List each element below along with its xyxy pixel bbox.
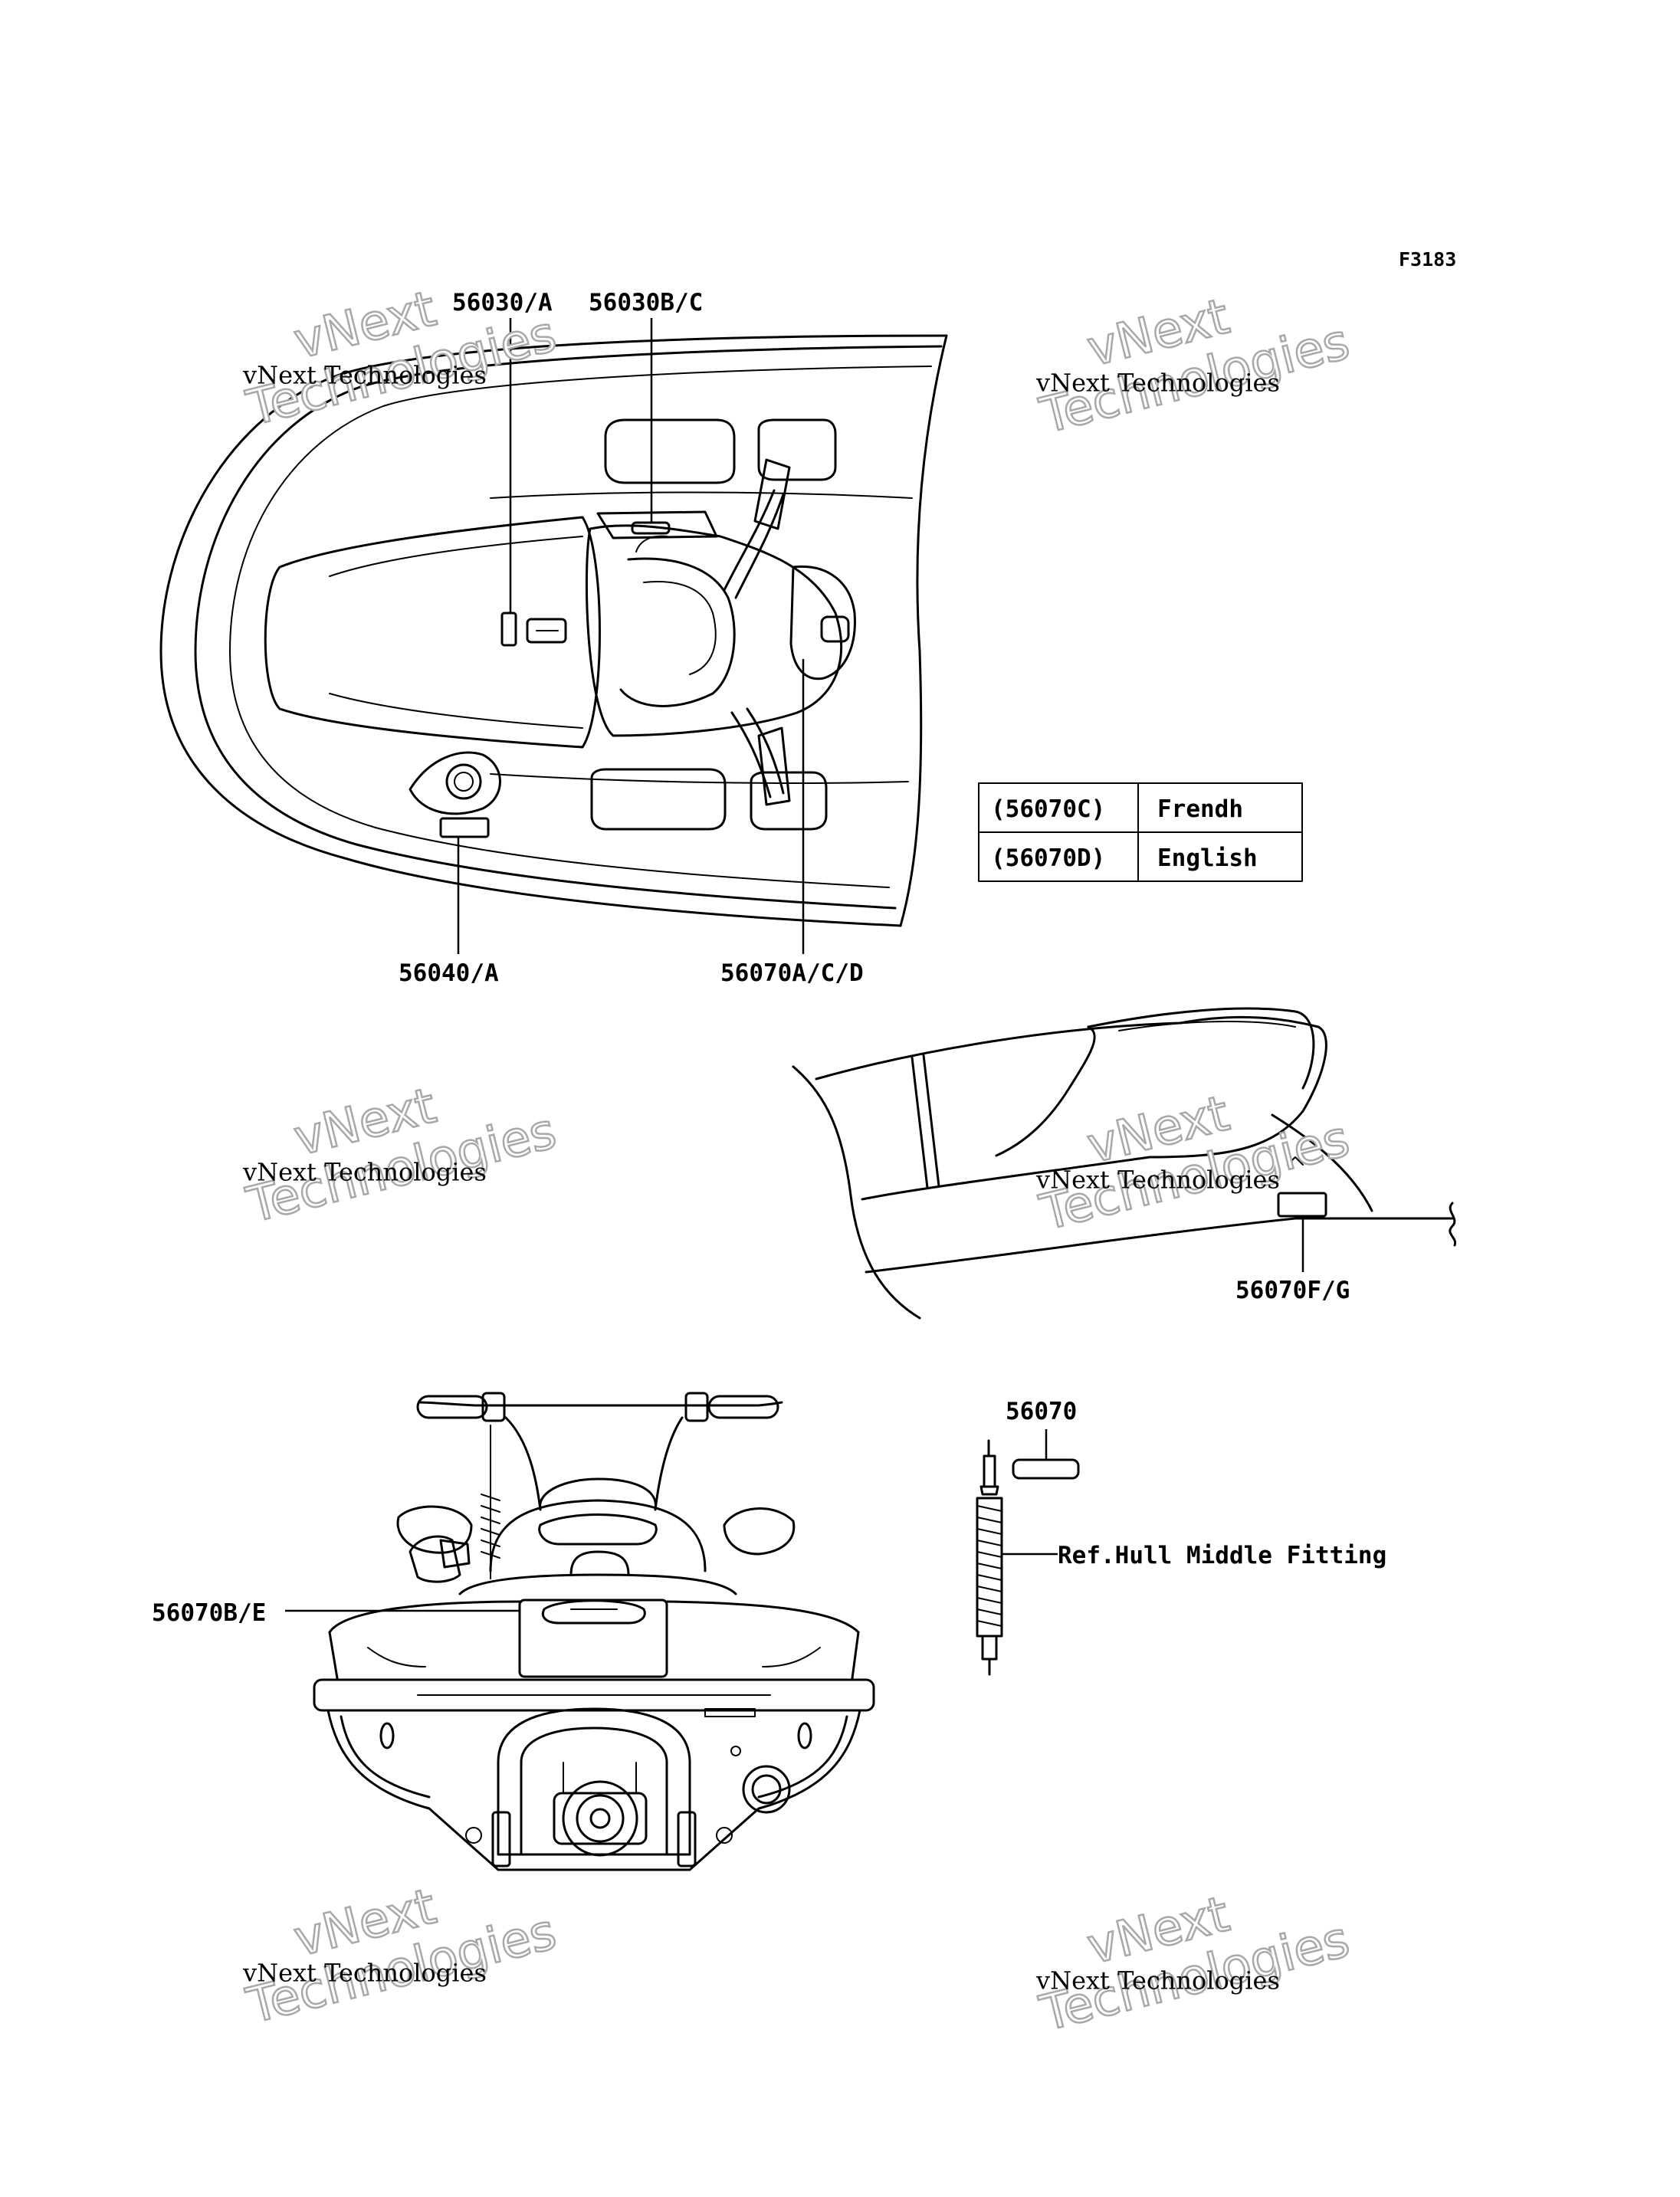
figure-code: F3183 — [1399, 248, 1456, 271]
watermark-bottom-left: Technologies vNext vNext Technologies — [241, 1877, 563, 2036]
callout-56030BC: 56030B/C — [589, 289, 703, 316]
svg-text:vNext Technologies: vNext Technologies — [1035, 1165, 1280, 1194]
top-view-hull-drawing — [159, 334, 948, 927]
watermark-bottom-right: Technologies vNext vNext Technologies — [1034, 1885, 1356, 2044]
language-table: (56070C) Frendh (56070D) English — [978, 782, 1303, 882]
table-row-0-code: (56070C) — [991, 795, 1105, 823]
svg-text:vNext Technologies: vNext Technologies — [242, 1958, 487, 1987]
top-view-leaders — [457, 318, 805, 954]
svg-text:vNext Technologies: vNext Technologies — [242, 1157, 487, 1186]
svg-text:vNext Technologies: vNext Technologies — [242, 360, 487, 389]
table-row-0-language: Frendh — [1157, 795, 1243, 823]
callout-56070: 56070 — [1006, 1398, 1077, 1425]
callout-56070BE: 56070B/E — [152, 1599, 266, 1627]
svg-text:vNext Technologies: vNext Technologies — [1035, 368, 1280, 397]
ref-hull-middle-fitting: Ref.Hull Middle Fitting — [1058, 1542, 1386, 1569]
table-row-1-language: English — [1157, 844, 1258, 872]
callout-56030A: 56030/A — [452, 289, 553, 316]
callout-56070FG: 56070F/G — [1235, 1277, 1350, 1304]
side-view-seat-drawing — [792, 1007, 1457, 1320]
svg-text:vNext Technologies: vNext Technologies — [1035, 1966, 1280, 1995]
watermark-mid-left: Technologies vNext vNext Technologies — [241, 1077, 563, 1235]
callout-56070ACD: 56070A/C/D — [720, 959, 864, 987]
rear-view-hull-drawing — [313, 1392, 875, 1871]
watermark-top-right: Technologies vNext vNext Technologies — [1034, 287, 1356, 446]
table-row-1-code: (56070D) — [991, 844, 1105, 872]
watermark-top-left: Technologies vNext vNext Technologies — [241, 280, 563, 438]
callout-56040A: 56040/A — [399, 959, 499, 987]
watermark-mid-right: Technologies vNext vNext Technologies — [1034, 1084, 1356, 1243]
